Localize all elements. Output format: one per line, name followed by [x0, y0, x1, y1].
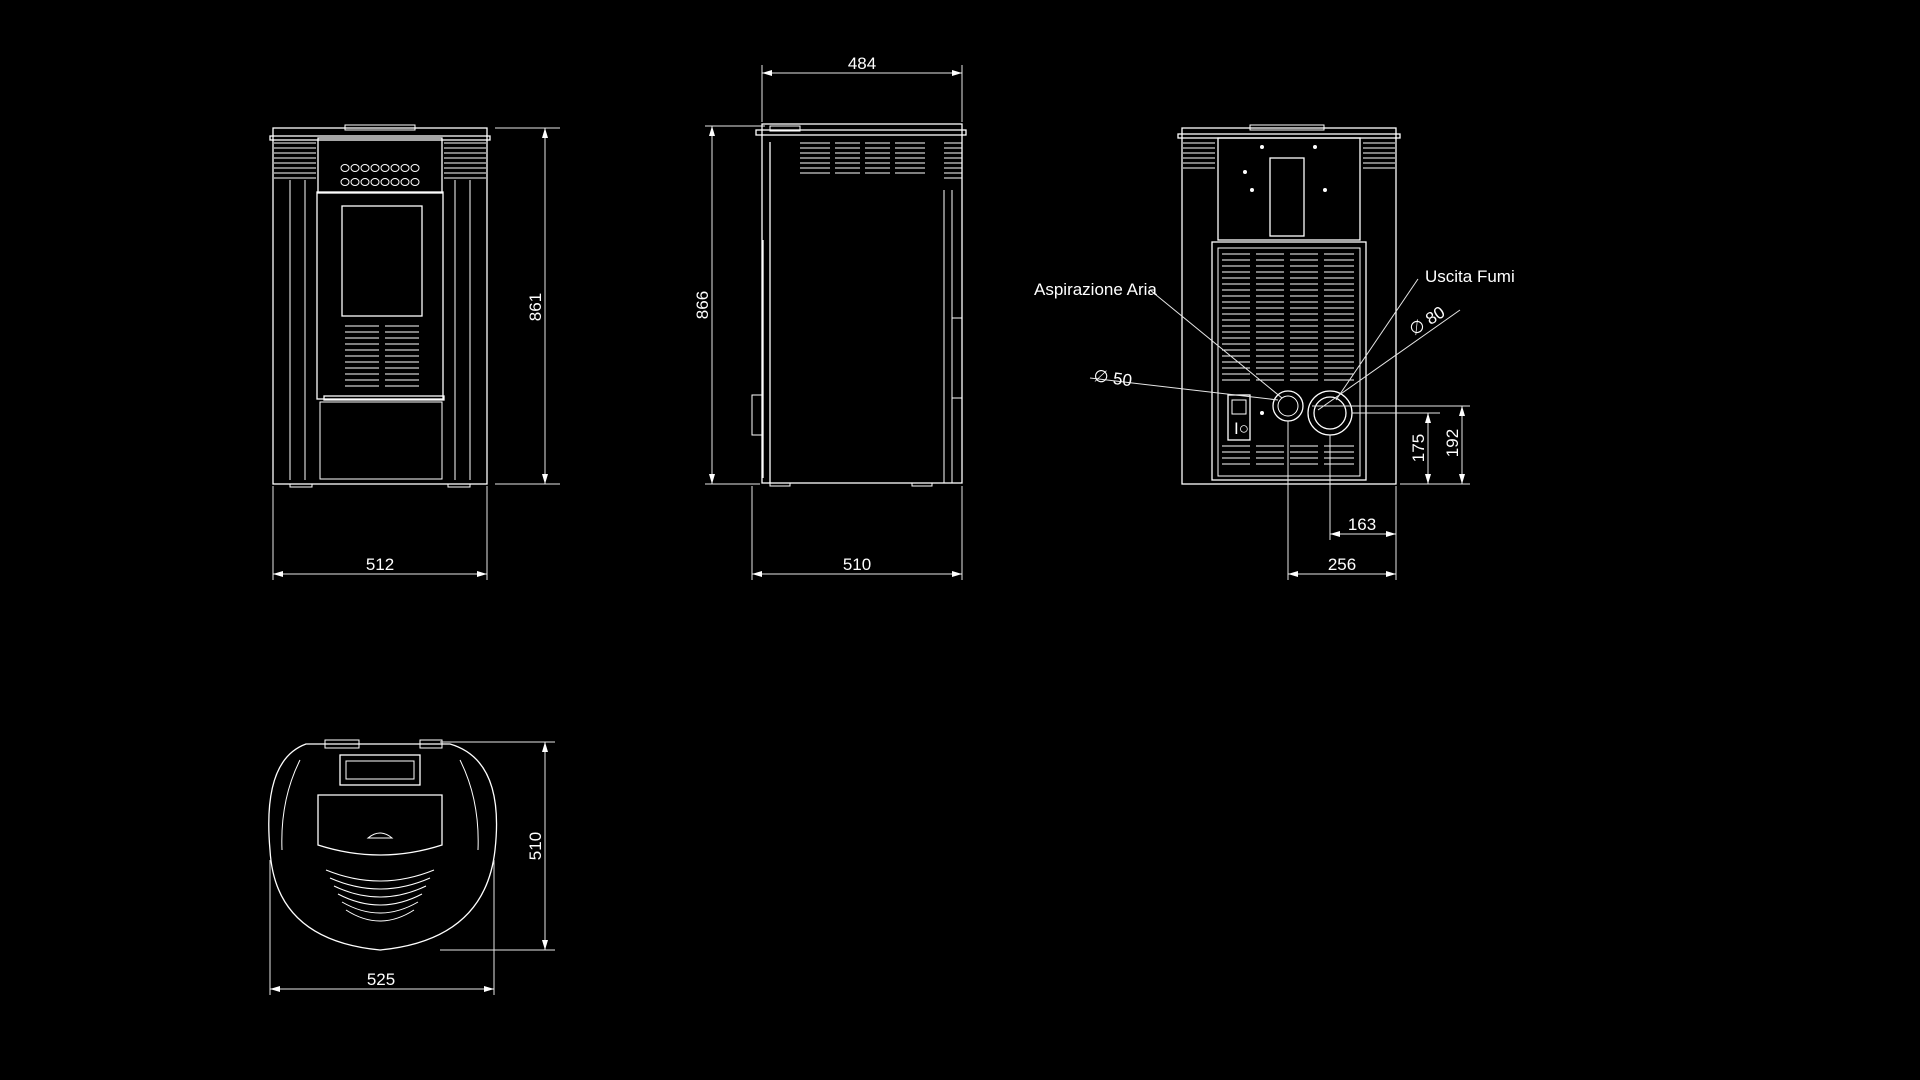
side-vents — [800, 142, 962, 179]
side-height-label: 866 — [693, 291, 712, 319]
front-grille-left — [274, 142, 316, 179]
rear-flue-offset-label: 163 — [1348, 515, 1376, 534]
plan-vents — [325, 869, 435, 922]
rear-panel-vents — [1222, 253, 1354, 465]
rear-air-height-label: 192 — [1443, 429, 1462, 457]
front-vent-holes — [340, 164, 420, 186]
side-view: 484 510 866 — [693, 54, 967, 580]
rear-air-offset-label: 256 — [1328, 555, 1356, 574]
front-height-label: 861 — [526, 293, 545, 321]
rear-grille-right — [1363, 142, 1395, 169]
svg-text:I○: I○ — [1234, 419, 1249, 438]
plan-width-label: 525 — [367, 970, 395, 989]
side-depth-label: 510 — [843, 555, 871, 574]
flue-outlet-label: Uscita Fumi — [1425, 267, 1515, 286]
rear-view: I○ Aspirazione Aria Uscita Fumi ∅ 50 ∅ 8… — [1034, 124, 1515, 580]
front-grille-right — [444, 142, 486, 179]
rear-flue-height-label: 175 — [1409, 434, 1428, 462]
front-ash-louvre — [345, 325, 419, 387]
side-top-width-label: 484 — [848, 54, 876, 73]
plan-depth-label: 510 — [526, 832, 545, 860]
plan-view: 525 510 — [268, 739, 555, 995]
rear-grille-left — [1183, 142, 1215, 169]
front-width-label: 512 — [366, 555, 394, 574]
front-view: 512 861 — [269, 124, 560, 580]
air-intake-label: Aspirazione Aria — [1034, 280, 1157, 299]
